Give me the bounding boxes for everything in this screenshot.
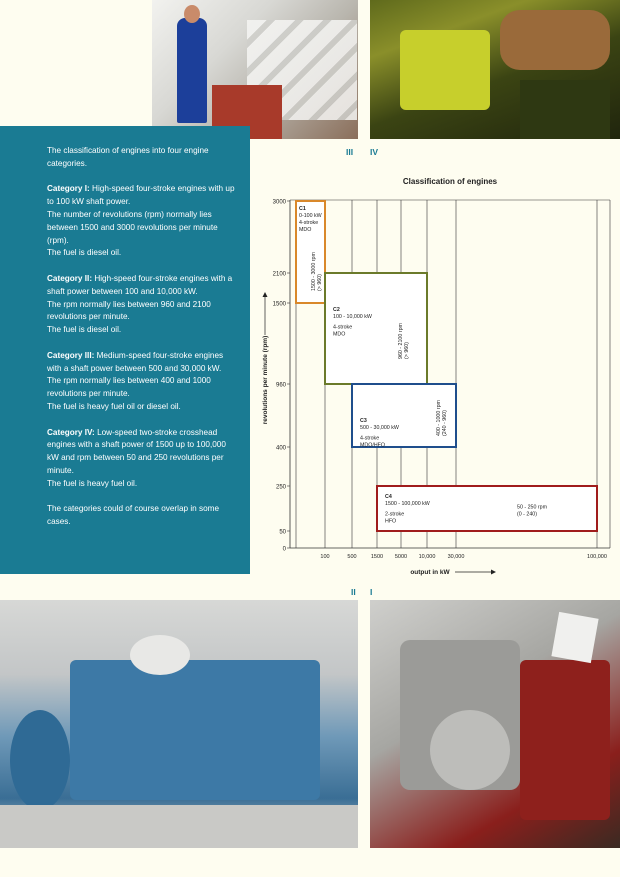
x-tick-label: 500 bbox=[347, 554, 356, 560]
diesel-generator-set bbox=[70, 660, 320, 800]
category-3-fuel: The fuel is heavy fuel oil or diesel oil… bbox=[47, 401, 181, 411]
x-tick-label: 5000 bbox=[395, 554, 407, 560]
flywheel-housing bbox=[430, 710, 510, 790]
category-1-body: High-speed four-stroke engines with up t… bbox=[47, 184, 235, 207]
roman-label-ii: II bbox=[351, 587, 356, 597]
chart-title: Classification of engines bbox=[403, 177, 498, 186]
category-4-body: Low-speed two-stroke crosshead engines w… bbox=[47, 427, 226, 475]
yellow-machinery bbox=[400, 30, 490, 110]
person-figure bbox=[177, 18, 207, 123]
category-4-text: Category IV: Low-speed two-stroke crossh… bbox=[47, 427, 236, 491]
category-stroke-label: 2-stroke bbox=[385, 512, 404, 518]
category-2-fuel: The fuel is diesel oil. bbox=[47, 325, 122, 335]
category-rpm-label: 960 - 2100 rpm bbox=[398, 322, 404, 359]
outro-text: The categories could of course overlap i… bbox=[47, 504, 220, 527]
chart-svg: Classification of engines 3000 2100 1500 960… bbox=[262, 177, 611, 576]
category-1-heading: Category I: bbox=[47, 184, 90, 194]
category-fuel-label: MDO bbox=[333, 332, 345, 338]
category-3-body: Medium-speed four-stroke engines with a … bbox=[47, 350, 224, 373]
x-axis-arrow-head bbox=[491, 569, 496, 575]
x-tick-label: 100,000 bbox=[587, 554, 607, 560]
engine-floor bbox=[520, 80, 610, 139]
category-3-heading: Category III: bbox=[47, 350, 95, 360]
category-box-c1 bbox=[295, 200, 326, 304]
category-box-c2 bbox=[324, 272, 428, 385]
category-4-heading: Category IV: bbox=[47, 427, 95, 437]
y-tick-label: 2100 bbox=[273, 272, 287, 278]
person-head bbox=[184, 5, 200, 23]
small-engine-photo bbox=[370, 600, 620, 848]
category-power-label: 0-100 kW bbox=[299, 213, 322, 219]
y-axis-arrow-head bbox=[262, 292, 268, 297]
category-1-fuel: The fuel is diesel oil. bbox=[47, 248, 122, 258]
engine-classification-chart: Classification of engines 3000 2100 1500 960… bbox=[255, 170, 620, 590]
floor bbox=[0, 805, 358, 848]
y-tick-label: 960 bbox=[276, 383, 287, 389]
y-tick-label: 1500 bbox=[273, 302, 287, 308]
category-stroke-label: 4-stroke bbox=[333, 325, 352, 331]
category-rpm-sub-label: (> 960) bbox=[317, 274, 323, 291]
category-3-rpm: The rpm normally lies between 400 and 10… bbox=[47, 376, 211, 399]
y-tick-label: 3000 bbox=[273, 200, 287, 206]
category-id-label: C3 bbox=[360, 418, 367, 424]
x-tick-label: 1500 bbox=[371, 554, 383, 560]
category-id-label: C2 bbox=[333, 307, 340, 313]
engine-room-photo-person bbox=[152, 0, 358, 139]
pipework bbox=[500, 10, 610, 70]
y-tick-label: 400 bbox=[276, 446, 287, 452]
y-tick-label: 50 bbox=[279, 530, 286, 536]
category-rpm-label: 50 - 250 rpm bbox=[517, 505, 548, 511]
category-2-heading: Category II: bbox=[47, 273, 93, 283]
classification-text-panel: The classification of engines into four … bbox=[0, 126, 250, 574]
category-power-label: 1500 - 100,000 kW bbox=[385, 501, 430, 507]
category-id-label: C1 bbox=[299, 206, 306, 212]
roman-label-i: I bbox=[370, 587, 373, 597]
category-4-fuel: The fuel is heavy fuel oil. bbox=[47, 478, 138, 488]
category-1-text: Category I: High-speed four-stroke engin… bbox=[47, 183, 236, 260]
y-axis-label: revolutions per minute (rpm) bbox=[262, 336, 269, 424]
x-tick-label: 30,000 bbox=[448, 554, 465, 560]
paper-tag bbox=[551, 611, 599, 664]
marine-engine-room-photo bbox=[370, 0, 620, 139]
generator-sets-photo bbox=[0, 600, 358, 848]
category-1-rpm: The number of revolutions (rpm) normally… bbox=[47, 209, 218, 245]
category-box-c3 bbox=[351, 383, 457, 448]
category-3-text: Category III: Medium-speed four-stroke e… bbox=[47, 350, 236, 414]
category-power-label: 500 - 30,000 kW bbox=[360, 425, 399, 431]
x-tick-label: 100 bbox=[320, 554, 329, 560]
category-power-label: 100 - 10,000 kW bbox=[333, 314, 372, 320]
category-fuel-label: MDO/HFO bbox=[360, 443, 385, 449]
category-box-c4 bbox=[376, 485, 598, 532]
gauges bbox=[130, 635, 190, 675]
category-rpm-sub-label: (240 - 960) bbox=[442, 410, 448, 436]
y-tick-label: 0 bbox=[283, 547, 287, 553]
category-rpm-sub-label: (> 960) bbox=[404, 342, 410, 359]
category-stroke-label: 4-stroke bbox=[360, 436, 379, 442]
category-rpm-label: 1500 - 3000 rpm bbox=[311, 252, 317, 291]
category-rpm-sub-label: (0 - 240) bbox=[517, 512, 537, 518]
roman-label-iii: III bbox=[346, 147, 354, 157]
category-stroke-label: 4-stroke bbox=[299, 220, 318, 226]
generator-left bbox=[10, 710, 70, 810]
intro-text: The classification of engines into four … bbox=[47, 146, 209, 168]
category-2-text: Category II: High-speed four-stroke engi… bbox=[47, 273, 236, 337]
category-fuel-label: HFO bbox=[385, 519, 396, 525]
red-frame bbox=[520, 660, 610, 820]
category-rpm-label: 400 - 1000 rpm bbox=[436, 399, 442, 436]
category-2-body: High-speed four-stroke engines with a sh… bbox=[47, 273, 233, 296]
roman-label-iv: IV bbox=[370, 147, 379, 157]
category-id-label: C4 bbox=[385, 494, 392, 500]
category-2-rpm: The rpm normally lies between 960 and 21… bbox=[47, 299, 211, 322]
x-axis-label: output in kW bbox=[410, 569, 450, 576]
y-tick-label: 250 bbox=[276, 485, 287, 491]
x-tick-label: 10,000 bbox=[419, 554, 436, 560]
category-fuel-label: MDO bbox=[299, 227, 311, 233]
